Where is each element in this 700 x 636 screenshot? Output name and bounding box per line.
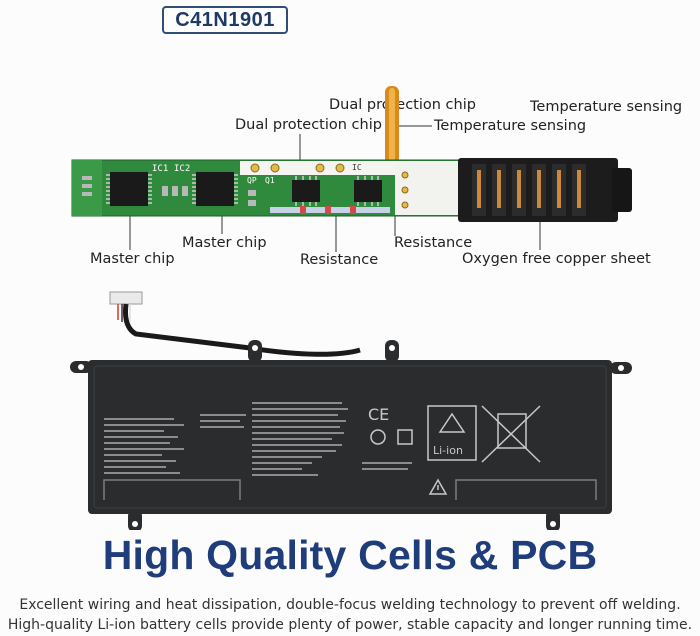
battery-pack: CE Li-ion	[70, 291, 632, 530]
label-temperature-mid: Temperature sensing	[434, 118, 587, 134]
board-label-ic1: IC1	[152, 164, 168, 174]
product-illustration: IC1 IC2 QP Q1 IC	[70, 86, 632, 530]
crossed-bin-icon	[481, 405, 541, 463]
description-line-1: Excellent wiring and heat dissipation, d…	[19, 597, 681, 613]
copper-connector	[458, 158, 632, 222]
temperature-sensor-strip	[385, 86, 399, 164]
protection-chip-1	[292, 176, 320, 206]
svg-text:Li-ion: Li-ion	[433, 444, 463, 457]
label-dual-protection-mid: Dual protection chip	[235, 117, 382, 133]
label-copper-sheet: Oxygen free copper sheet	[462, 251, 651, 267]
master-chip-1	[106, 172, 152, 206]
board-label-qp: QP	[247, 176, 257, 185]
label-master-chip-right: Master chip	[182, 235, 267, 251]
label-temperature-top: Temperature sensing	[530, 99, 683, 115]
pcb-board: IC1 IC2 QP Q1 IC	[71, 159, 463, 217]
protection-chip-2	[354, 176, 382, 206]
headline: High Quality Cells & PCB	[102, 532, 598, 578]
resistance-strip	[270, 206, 390, 214]
master-chip-2	[192, 172, 238, 206]
board-label-ic: IC	[352, 163, 362, 172]
label-resistance-left: Resistance	[300, 252, 379, 268]
label-master-chip-left: Master chip	[90, 251, 175, 267]
description-line-2: High-quality Li-ion battery cells provid…	[7, 617, 693, 633]
board-label-q1: Q1	[265, 176, 275, 185]
ce-mark: CE	[368, 405, 389, 424]
label-dual-protection-top: Dual protection chip	[329, 97, 476, 113]
label-resistance-right: Resistance	[394, 235, 473, 251]
recycle-li-ion-icon: Li-ion	[427, 405, 477, 461]
board-label-ic2: IC2	[174, 164, 190, 174]
warning-triangle-icon	[428, 478, 448, 495]
model-badge: C41N1901	[162, 6, 288, 34]
